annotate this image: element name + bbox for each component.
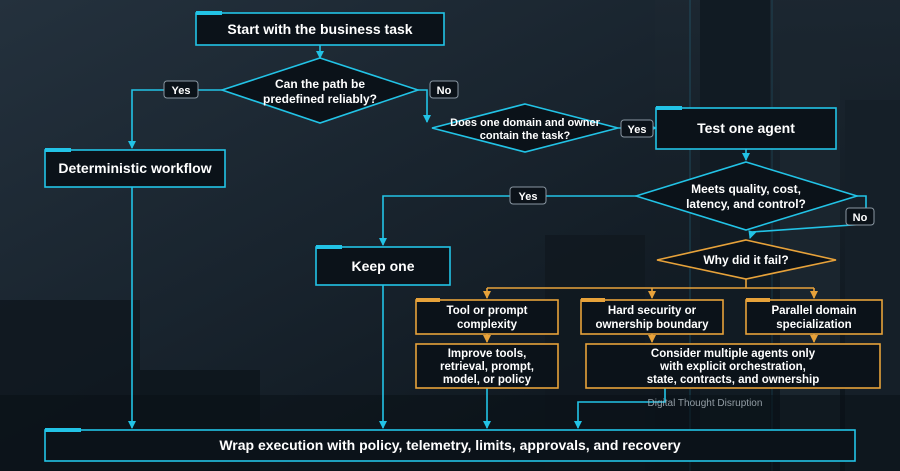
label-yes-1: Yes [163,80,199,99]
watermark: Digital Thought Disruption [648,398,763,409]
node-improve-tools: Improve tools, retrieval, prompt, model,… [415,343,559,389]
decision-predefined-line1: Can the path be [275,77,365,91]
node-parallel-domain-line1: Parallel domain [771,305,856,317]
node-test-one-agent-label: Test one agent [697,120,795,136]
node-improve-tools-line2: retrieval, prompt, [440,361,534,373]
node-hard-security-line1: Hard security or [608,305,697,317]
decision-meets-line1: Meets quality, cost, [691,182,801,196]
node-parallel-domain: Parallel domain specialization [745,298,883,335]
node-keep-one: Keep one [315,245,451,286]
label-yes-2: Yes [620,119,654,138]
node-wrap-label: Wrap execution with policy, telemetry, l… [219,437,681,453]
decision-why-fail: Why did it fail? [656,239,837,280]
edge-q-meets-yes [379,195,636,246]
node-consider-multiple-line2: with explicit orchestration, [659,361,806,373]
label-no-1: No [429,80,459,99]
node-deterministic: Deterministic workflow [44,148,226,188]
edge-consider-to-wrap [574,388,666,429]
node-start-label: Start with the business task [227,21,412,37]
label-yes-1-text: Yes [172,85,191,97]
label-no-3-text: No [853,212,868,224]
decision-predefined-line2: predefined reliably? [263,92,377,106]
node-keep-one-label: Keep one [351,258,414,274]
node-tool-prompt: Tool or prompt complexity [415,298,559,335]
node-consider-multiple: Consider multiple agents only with expli… [585,343,881,389]
node-hard-security: Hard security or ownership boundary [580,298,724,335]
decision-predefined: Can the path be predefined reliably? [219,57,421,124]
node-wrap: Wrap execution with policy, telemetry, l… [44,428,856,462]
decision-meets-line2: latency, and control? [686,197,806,211]
node-start: Start with the business task [195,11,445,46]
decision-why-fail-label: Why did it fail? [703,253,788,267]
label-yes-2-text: Yes [628,124,647,136]
node-deterministic-label: Deterministic workflow [58,160,211,176]
decision-meets: Meets quality, cost, latency, and contro… [633,161,860,231]
node-consider-multiple-line1: Consider multiple agents only [651,348,816,360]
label-yes-3-text: Yes [519,191,538,203]
node-consider-multiple-line3: state, contracts, and ownership [647,374,820,386]
node-test-one-agent: Test one agent [655,106,837,150]
node-tool-prompt-line1: Tool or prompt [447,305,528,317]
node-improve-tools-line1: Improve tools, [448,348,527,360]
label-no-3: No [845,207,875,226]
node-parallel-domain-line2: specialization [776,319,851,331]
node-hard-security-line2: ownership boundary [595,319,709,331]
node-tool-prompt-line2: complexity [457,319,518,331]
edge-q-predefined-yes [128,89,222,149]
decision-one-domain-line2: contain the task? [480,130,571,142]
node-improve-tools-line3: model, or policy [443,374,532,386]
decision-one-domain-line1: Does one domain and owner [450,117,600,129]
edge-q-predefined-no [418,89,431,123]
decision-one-domain: Does one domain and owner contain the ta… [431,103,619,153]
label-yes-3: Yes [509,186,547,205]
label-no-1-text: No [437,85,452,97]
